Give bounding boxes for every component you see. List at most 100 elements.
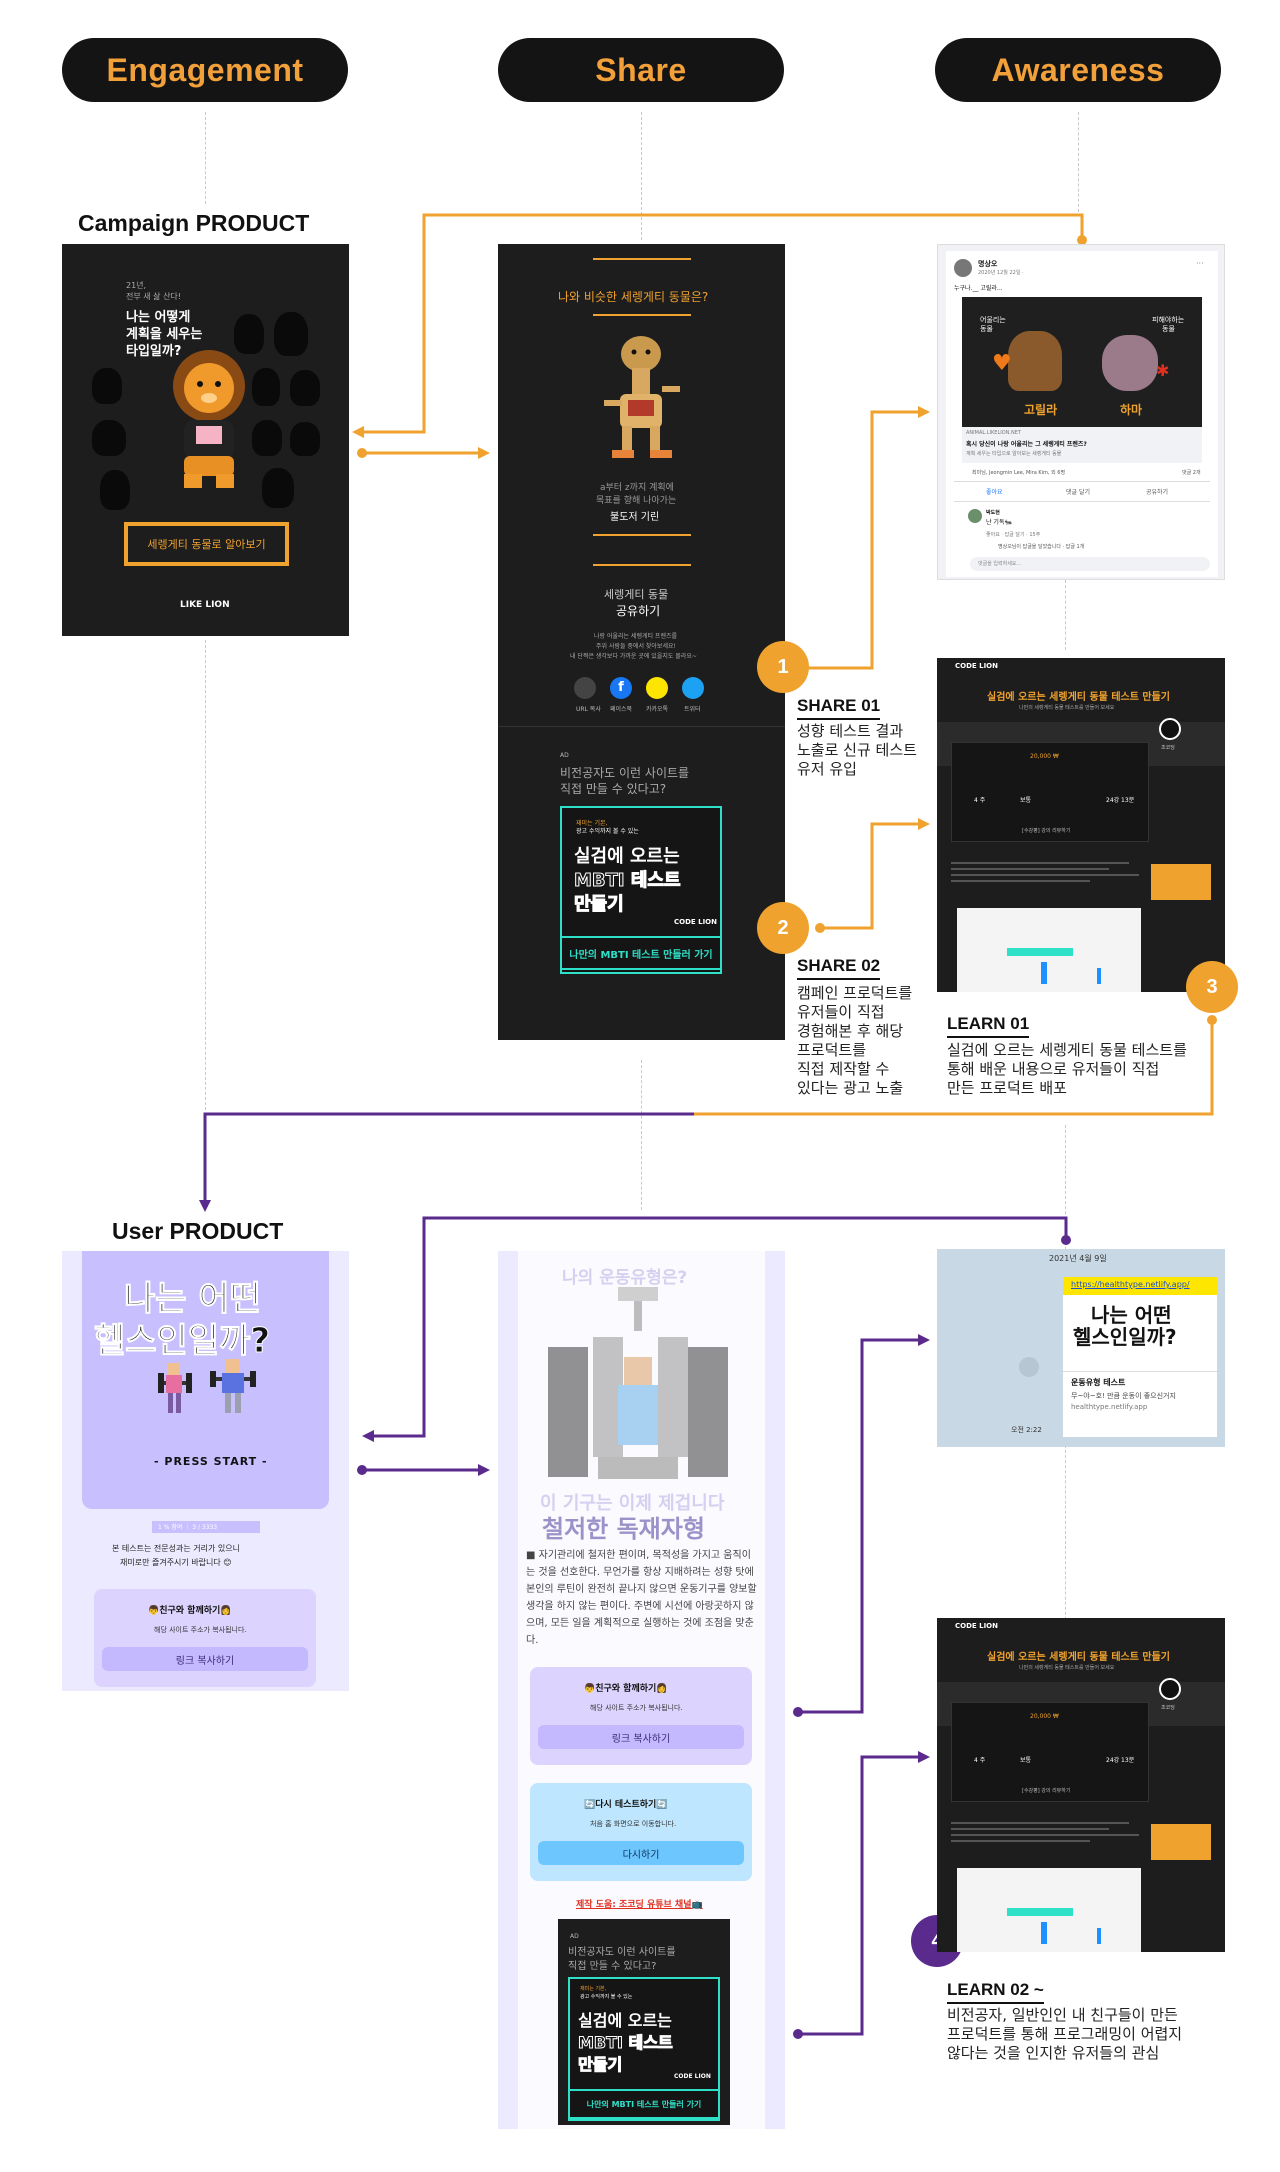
icon-label: 카카오톡 bbox=[646, 706, 669, 713]
animal-silhouette bbox=[252, 420, 282, 456]
campaign-headline-3: 타입일까? bbox=[126, 344, 182, 359]
fb-right-label-2: 동물 bbox=[1162, 325, 1175, 333]
ad-banner[interactable]: 재미는 기본, 광고 수익까지 볼 수 있는 실검에 오르는 MBTI 테스트 … bbox=[560, 806, 722, 974]
twitter-icon[interactable] bbox=[682, 677, 704, 699]
likelion-logo: LIKE LION bbox=[180, 600, 230, 610]
health-sub: 이 기구는 이제 제겁니다 bbox=[540, 1493, 725, 1514]
guide-line bbox=[641, 112, 642, 240]
retry-button[interactable]: 다시하기 bbox=[538, 1841, 744, 1865]
share-title-1: 세렝게티 동물 bbox=[604, 588, 669, 601]
campaign-headline-2: 계획을 세우는 bbox=[126, 327, 203, 342]
ad-banner-button[interactable]: 나만의 MBTI 테스트 만들러 가기 bbox=[560, 936, 722, 970]
ad-banner-small-2: 광고 수익까지 볼 수 있는 bbox=[580, 1994, 633, 2000]
fb-link-preview[interactable]: ANIMAL.LIKELION.NET 혹시 당신이 나랑 어울리는 그 세렝게… bbox=[962, 427, 1202, 463]
animal-silhouette bbox=[290, 422, 320, 456]
course-desc-lines bbox=[951, 858, 1149, 904]
animal-silhouette bbox=[274, 312, 308, 356]
fb-animal-right: 하마 bbox=[1120, 403, 1143, 417]
health-type: 철저한 독재자형 bbox=[542, 1515, 705, 1543]
fb-comment: 난 기독🐜 bbox=[986, 519, 1012, 526]
course-time: 24강 13분 bbox=[1106, 1757, 1135, 1764]
course-tag-line: [수강평] 강의 리뷰하기 bbox=[1022, 828, 1071, 834]
fb-post-text: 누구나.__ 고릴라... bbox=[954, 285, 1003, 292]
step-3-badge: 3 bbox=[1186, 961, 1238, 1013]
card1-copy-link-button[interactable]: 링크 복사하기 bbox=[538, 1725, 744, 1749]
step-2-head: SHARE 02 bbox=[797, 956, 881, 980]
more-icon[interactable]: ··· bbox=[1196, 259, 1204, 268]
kakaotalk-icon[interactable] bbox=[646, 677, 668, 699]
guide-line bbox=[1065, 1440, 1066, 1640]
preview-desc: 무~야~호! 만큼 운동이 좋으신거지 bbox=[1071, 1392, 1176, 1400]
result-question: 나와 비슷한 세렝게티 동물은? bbox=[558, 290, 709, 304]
chat-bubble[interactable]: https://healthtype.netlify.app/ 나는 어떤 헬스… bbox=[1063, 1277, 1217, 1437]
fb-shared-image[interactable]: 어울리는 동물 피해야하는 동물 ♥ ✱ 고릴라 하마 bbox=[962, 297, 1202, 427]
fb-reply[interactable]: 명상오님이 답글을 달았습니다 · 답글 1개 bbox=[998, 544, 1085, 550]
step-4-body: 비전공자, 일반인인 내 친구들이 만든 프로덕트를 통해 프로그래밍이 어렵지… bbox=[947, 2006, 1183, 2062]
guide-line bbox=[1065, 580, 1066, 650]
guide-line bbox=[205, 112, 206, 204]
course-level: 보통 bbox=[1020, 1757, 1032, 1764]
pixel-gym-characters-icon bbox=[150, 1353, 260, 1427]
campaign-cta-button[interactable]: 세렝게티 동물로 알아보기 bbox=[124, 522, 289, 566]
share-desc-3: 내 단짝은 생각보다 가까운 곳에 있을지도 몰라요~ bbox=[570, 653, 697, 660]
step-3-body: 실검에 오르는 세렝게티 동물 테스트를 통해 배운 내용으로 유저들이 직접 … bbox=[947, 1041, 1187, 1097]
fb-comment-button[interactable]: 댓글 달기 bbox=[1066, 489, 1090, 496]
icon-label: 페이스북 bbox=[610, 706, 633, 713]
ad-text-1: 비전공자도 이런 사이트를 bbox=[568, 1947, 676, 1958]
credit-link[interactable]: 제작 도움: 조코딩 유튜브 채널📺 bbox=[576, 1900, 703, 1910]
lion-mascot-icon bbox=[154, 344, 264, 498]
zigzag-decoration bbox=[593, 258, 691, 260]
facebook-post-panel: 명상오 2020년 12월 22일 · ··· 누구나.__ 고릴라... 어울… bbox=[937, 244, 1225, 580]
share-card-title: 👦친구와 함께하기👩 bbox=[148, 1606, 232, 1616]
instructor-avatar bbox=[1159, 1678, 1181, 1700]
card2-title: 🔄다시 테스트하기🔄 bbox=[584, 1800, 668, 1810]
user-desc-2: 재미로만 즐겨주시기 바랍니다 😊 bbox=[120, 1558, 232, 1567]
card1-title: 👦친구와 함께하기👩 bbox=[584, 1684, 668, 1694]
user-desc-1: 본 테스트는 전문성과는 거리가 있으니 bbox=[112, 1544, 240, 1553]
share-card-desc: 해당 사이트 주소가 복사됩니다. bbox=[154, 1626, 247, 1634]
course-side-thumbnail[interactable] bbox=[1151, 864, 1211, 900]
copy-link-button[interactable]: 링크 복사하기 bbox=[102, 1647, 308, 1671]
fb-comment-meta: 좋아요 · 답글 달기 · 15주 bbox=[986, 532, 1041, 538]
anger-icon: ✱ bbox=[1156, 361, 1170, 380]
card1-desc: 해당 사이트 주소가 복사됩니다. bbox=[590, 1704, 683, 1712]
chat-link[interactable]: https://healthtype.netlify.app/ bbox=[1071, 1280, 1190, 1289]
step-1-body: 성향 테스트 결과 노출로 신규 테스트 유저 유입 bbox=[797, 722, 917, 778]
fb-comment-input[interactable]: 댓글을 입력하세요... bbox=[970, 557, 1210, 571]
preview-headline-2: 헬스인일까? bbox=[1073, 1325, 1177, 1349]
course-title: 실검에 오르는 세렝게티 동물 테스트 만들기 bbox=[987, 1652, 1171, 1663]
step-4-head: LEARN 02 ~ bbox=[947, 1980, 1044, 2004]
course-weeks: 4 주 bbox=[974, 797, 986, 804]
divider bbox=[954, 481, 1210, 482]
fb-share-button[interactable]: 공유하기 bbox=[1146, 489, 1169, 496]
health-ad-banner[interactable]: AD 비전공자도 이런 사이트를 직접 만들 수 있다고? 재미는 기본, 광고… bbox=[558, 1919, 730, 2125]
chat-link-bar[interactable]: https://healthtype.netlify.app/ bbox=[1063, 1277, 1217, 1295]
course-screenshot bbox=[957, 908, 1141, 992]
instructor-name: 조코딩 bbox=[1161, 745, 1175, 751]
animal-silhouette bbox=[290, 370, 320, 406]
course-screenshot bbox=[957, 1868, 1141, 1952]
course-side-thumbnail[interactable] bbox=[1151, 1824, 1211, 1860]
ad-banner-logo: CODE LION bbox=[674, 2073, 711, 2080]
counter-text: 1 % 참여 ｜ 3 / 3333 bbox=[158, 1524, 218, 1531]
fb-comment-placeholder: 댓글을 입력하세요... bbox=[978, 561, 1022, 567]
share-icon[interactable] bbox=[1019, 1357, 1039, 1377]
ad-banner-big-1: 실검에 오르는 bbox=[578, 2011, 672, 2030]
codelion-logo: CODE LION bbox=[955, 1622, 998, 1630]
guide-line bbox=[1065, 1125, 1066, 1265]
chart-bar bbox=[1097, 1928, 1101, 1944]
course-price: 20,000 ₩ bbox=[1030, 753, 1059, 760]
fb-reactions: 최미님, Jeongmin Lee, Mira Kim, 외 6명 bbox=[972, 470, 1066, 476]
facebook-icon[interactable]: f bbox=[610, 677, 632, 699]
press-start-button[interactable]: - PRESS START - bbox=[154, 1455, 268, 1468]
animal-silhouette bbox=[92, 368, 122, 404]
campaign-eyebrow-2: 전부 새 삶 산다! bbox=[126, 292, 181, 301]
user-product-panel: 나는 어떤 헬스인일까? - PRESS START - 1 % 참여 ｜ 3 … bbox=[62, 1251, 349, 1691]
avatar bbox=[954, 259, 972, 277]
ad-banner-button[interactable]: 나만의 MBTI 테스트 만들러 가기 bbox=[568, 2089, 720, 2119]
fb-user: 명상오 bbox=[978, 260, 998, 268]
ad-banner-logo: CODE LION bbox=[674, 918, 717, 926]
fb-like-button[interactable]: 좋아요 bbox=[986, 489, 1003, 496]
user-headline-1: 나는 어떤 bbox=[124, 1279, 262, 1320]
url-copy-icon[interactable] bbox=[574, 677, 596, 699]
